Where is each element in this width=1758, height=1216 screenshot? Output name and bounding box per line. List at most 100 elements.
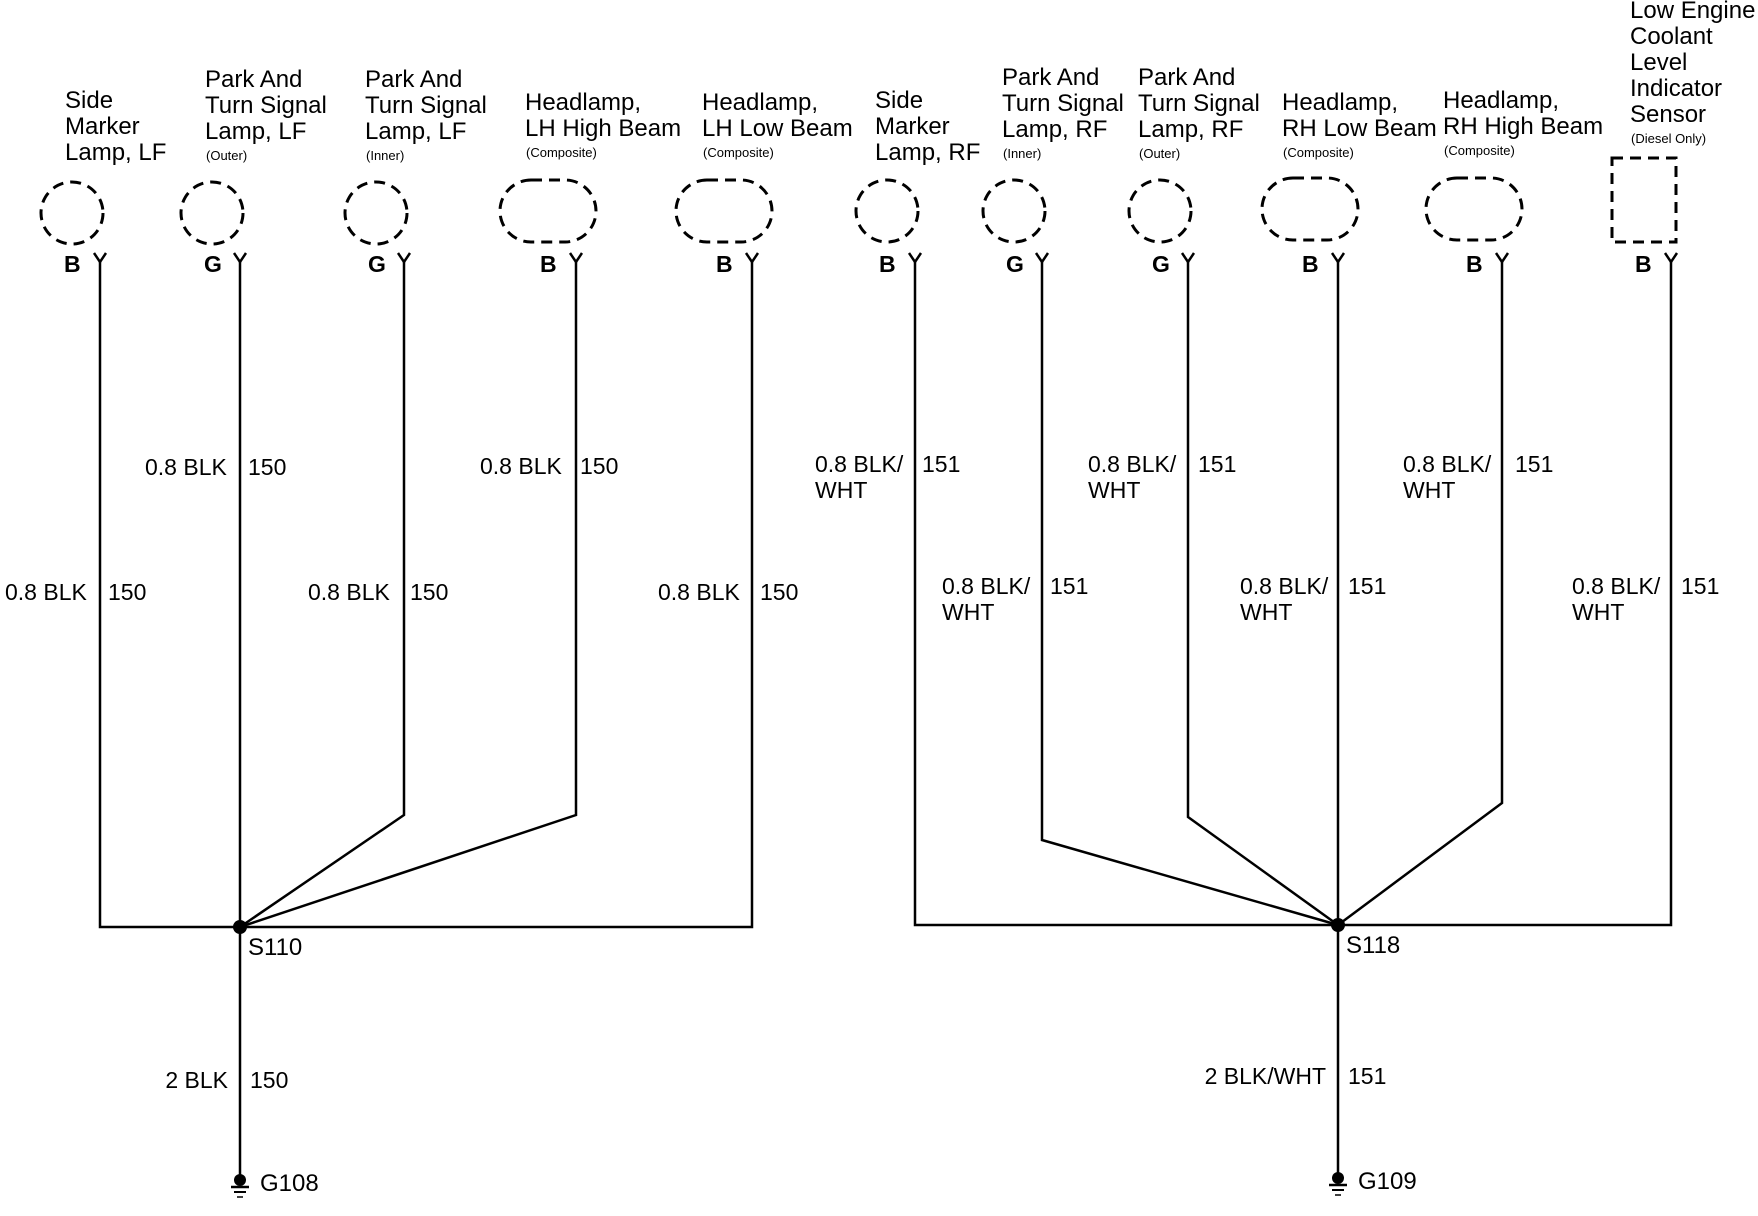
component-label: Turn Signal [205,92,327,119]
component-label: Park And [365,66,462,93]
component-label: Low Engine [1630,0,1755,24]
terminal-letter: G [368,251,386,277]
sensor-outline [1610,156,1678,244]
component-label: Headlamp, [702,89,818,116]
wire [239,262,578,929]
terminal-symbol [1663,252,1679,265]
wire-color-label: 0.8 BLK/ [942,573,1031,599]
component-note: (Outer) [206,148,247,163]
component-note: (Inner) [366,148,404,163]
lamp-outline [343,180,409,246]
wire-color-label: 0.8 BLK [5,579,87,605]
terminal-letter: B [879,251,896,277]
wire-color-label: 0.8 BLK/ [1240,573,1329,599]
component-label: Coolant [1630,23,1713,50]
component: Headlamp,LH High Beam(Composite)B [498,89,681,277]
component-label: LH Low Beam [702,115,853,142]
component-note: (Composite) [703,145,774,160]
headlamp-outline [1424,176,1524,242]
splice-label: S110 [248,934,302,961]
component-label: Marker [65,113,140,140]
component: Headlamp,RH Low Beam(Composite)B [1260,89,1437,277]
wire-label: 0.8 BLK 150 [5,579,146,605]
component-label: LH High Beam [525,115,681,142]
ground-icon [1329,1172,1347,1196]
terminal-symbol [1180,252,1196,265]
component-label: Turn Signal [1002,90,1124,117]
terminal-letter: B [540,251,557,277]
feed-color-label: 2 BLK [165,1067,228,1093]
wire [1337,262,1504,927]
terminal-letter: B [1302,251,1319,277]
component: Headlamp,LH Low Beam (Composite) B [674,89,853,277]
component-note: (Inner) [1003,146,1041,161]
splice-label: S118 [1346,932,1400,959]
circuit-number: 150 [580,453,618,479]
wire [240,262,754,929]
component-label: Lamp, RF [1138,116,1243,143]
headlamp-outline [1260,176,1360,242]
wire-color-label: 0.8 BLK/ [1572,573,1661,599]
wire-color-label: WHT [942,599,994,625]
terminal-symbol [396,252,412,265]
wire-color-label: 0.8 BLK/ [1088,451,1177,477]
wire [1186,262,1339,927]
component-label: Lamp, RF [1002,116,1107,143]
wire-color-label: 0.8 BLK [308,579,390,605]
terminal-letter: B [1466,251,1483,277]
wire-color-label: 0.8 BLK [480,453,562,479]
component-label: Level [1630,49,1687,76]
circuit-number: 150 [760,579,798,605]
component-note: (Composite) [1444,143,1515,158]
wire-label: 0.8 BLK/WHT 151 [1572,573,1719,625]
component-label: Marker [875,113,950,140]
component-note: (Outer) [1139,146,1180,161]
wire-color-label: 0.8 BLK/ [815,451,904,477]
wire-color-label: WHT [1572,599,1624,625]
terminal-letter: B [64,251,81,277]
component-label: Turn Signal [365,92,487,119]
component-note: (Diesel Only) [1631,131,1706,146]
terminal-letter: G [1006,251,1024,277]
component-label: Lamp, RF [875,139,980,166]
ground-icon [231,1174,249,1198]
circuit-number: 151 [1681,573,1719,599]
component-label: Turn Signal [1138,90,1260,117]
wire [1338,262,1673,927]
wire [1040,262,1339,927]
terminal-symbol [1034,252,1050,265]
wire-color-label: 0.8 BLK [145,454,227,480]
component-label: Park And [205,66,302,93]
feed-color-label: 2 BLK/WHT [1205,1063,1326,1089]
component-label: Headlamp, [1443,87,1559,114]
terminal-symbol [907,252,923,265]
terminal-symbol [1494,252,1510,265]
wire-label: 0.8 BLK/WHT 151 [1240,573,1386,625]
wire [239,262,406,929]
component-label: RH High Beam [1443,113,1603,140]
component-label: Headlamp, [525,89,641,116]
terminal-letter: G [204,251,222,277]
component-label: Side [875,87,923,114]
wire-color-label: WHT [1240,599,1292,625]
circuit-number: 150 [108,579,146,605]
circuit-number: 150 [410,579,448,605]
terminal-letter: B [716,251,733,277]
circuit-number: 151 [1348,573,1386,599]
terminal-symbol [568,252,584,265]
